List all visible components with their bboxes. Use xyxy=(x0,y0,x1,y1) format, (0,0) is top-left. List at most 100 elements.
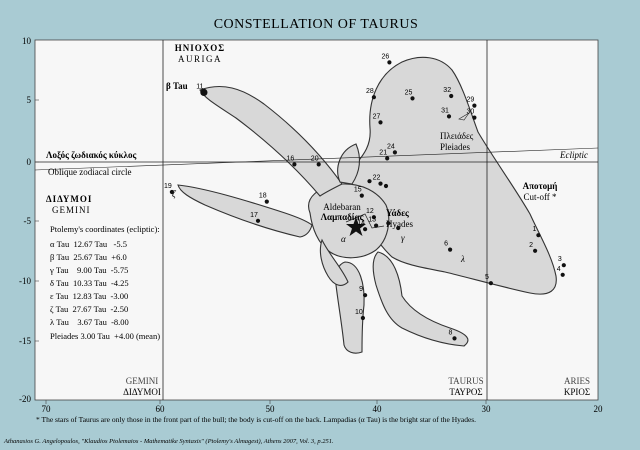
star-point xyxy=(363,293,368,298)
aldebaran-greek-label: Λαμπαδίας xyxy=(321,212,364,222)
y-tick-m10: -10 xyxy=(19,276,31,286)
star-number-label: 5 xyxy=(485,274,489,281)
star-point xyxy=(452,336,457,341)
star-point xyxy=(378,120,383,125)
zodiac-latin-label: Oblique zodiacal circle xyxy=(48,167,131,177)
star-point xyxy=(371,95,376,100)
star-point xyxy=(374,223,379,228)
bull-body xyxy=(345,56,557,295)
muzzle xyxy=(319,238,349,286)
gemini-greek-label: ΔΙΔΥΜΟΙ xyxy=(46,194,92,204)
hyades-latin-label: Hyades xyxy=(386,219,413,229)
star-point xyxy=(449,93,454,99)
star-point xyxy=(392,150,397,155)
horn-lower xyxy=(177,184,313,238)
coords-row: α Tau 12.67 Tau -5.5 xyxy=(50,239,127,249)
ecliptic-label: Ecliptic xyxy=(559,150,588,160)
bottom-aries-greek: ΚΡΙΟΣ xyxy=(564,387,590,397)
star-point xyxy=(169,189,174,195)
pleiades-greek-label: Πλειάδες xyxy=(440,131,474,141)
coordinates-box: Ptolemy's coordinates (ecliptic): α Tau … xyxy=(49,224,160,341)
star-point xyxy=(316,162,321,167)
y-tick-0: 0 xyxy=(27,157,32,167)
star-number-label: 31 xyxy=(441,107,449,114)
zodiac-circle-line xyxy=(34,147,599,171)
lambda-label: λ xyxy=(460,254,465,264)
gemini-latin-label: GEMINI xyxy=(52,205,91,215)
x-tick-40: 40 xyxy=(373,404,383,414)
star-number-label: 21 xyxy=(379,149,387,156)
star-point xyxy=(367,179,372,184)
star-number-label: 9 xyxy=(359,286,363,293)
star-point xyxy=(383,183,389,189)
star-point xyxy=(255,218,261,223)
star-point xyxy=(472,103,477,108)
star-point xyxy=(561,263,566,268)
x-tick-20: 20 xyxy=(594,404,604,414)
pleiades-outline xyxy=(458,112,470,121)
star-point xyxy=(385,156,390,161)
star-number-label: 3 xyxy=(558,256,562,263)
star-number-label: 15 xyxy=(354,187,362,194)
star-number-label: 29 xyxy=(467,97,475,104)
star-point xyxy=(472,115,477,120)
coords-row: Pleiades 3.00 Tau +4.00 (mean) xyxy=(50,331,160,341)
star-number-label: 6 xyxy=(444,241,448,248)
bottom-gemini-greek: ΔΙΔΥΜΟΙ xyxy=(123,387,161,397)
star-point xyxy=(371,215,376,220)
star-point xyxy=(448,247,453,252)
pleiades-latin-label: Pleiades xyxy=(440,142,470,152)
star-point xyxy=(536,233,541,238)
bottom-aries-latin: ARIES xyxy=(564,376,590,386)
x-tick-50: 50 xyxy=(266,404,276,414)
tick-marks xyxy=(35,99,487,404)
star-point xyxy=(292,162,297,167)
stars-layer: 1234568910111213141516171819202122242526… xyxy=(164,53,566,341)
star-number-label: 1 xyxy=(532,226,536,233)
star-number-label: 30 xyxy=(467,109,475,116)
star-point xyxy=(446,114,452,119)
x-tick-30: 30 xyxy=(482,404,492,414)
chart-title: CONSTELLATION OF TAURUS xyxy=(214,17,419,32)
star-number-label: 22 xyxy=(373,175,381,182)
star-number-label: 25 xyxy=(405,89,413,96)
beta-tau-label: β Tau xyxy=(166,81,188,91)
star-point xyxy=(387,60,392,65)
star-number-label: 14 xyxy=(357,220,365,227)
bull-silhouette xyxy=(177,56,557,354)
star-point xyxy=(560,272,565,277)
coords-row: λ Tau 3.67 Tau -8.00 xyxy=(50,317,129,327)
y-tick-5: 5 xyxy=(27,95,32,105)
coords-row: ε Tau 12.83 Tau -3.00 xyxy=(50,291,128,301)
auriga-latin-label: AURIGA xyxy=(178,54,222,64)
y-tick-m20: -20 xyxy=(19,394,31,404)
star-point xyxy=(410,96,415,101)
star-number-label: 8 xyxy=(449,329,453,336)
zodiac-greek-label: Λοξός ζωδιακός κύκλος xyxy=(46,150,136,160)
star-number-label: 24 xyxy=(387,143,395,150)
star-number-label: 10 xyxy=(355,309,363,316)
star-number-label: 17 xyxy=(250,212,258,219)
star-number-label: 19 xyxy=(164,183,172,190)
star-point xyxy=(378,181,383,186)
aldebaran-star-icon xyxy=(346,217,366,236)
coords-row: δ Tau 10.33 Tau -4.25 xyxy=(50,278,129,288)
x-tick-70: 70 xyxy=(42,404,52,414)
star-number-label: 32 xyxy=(443,87,451,94)
coords-heading: Ptolemy's coordinates (ecliptic): xyxy=(50,224,160,234)
star-number-label: 2 xyxy=(529,242,533,249)
star-point xyxy=(396,225,401,231)
cutoff-greek-label: Αποτομή xyxy=(523,181,558,191)
star-point xyxy=(359,193,364,198)
coords-row: β Tau 25.67 Tau +6.0 xyxy=(50,252,127,262)
star-number-label: 4 xyxy=(557,266,561,273)
y-tick-m5: -5 xyxy=(24,216,32,226)
hyades-greek-label: Υάδες xyxy=(386,208,409,218)
alpha-label: α xyxy=(341,234,346,244)
star-point xyxy=(488,281,493,286)
star-number-label: 27 xyxy=(373,113,381,120)
hyades-outline xyxy=(345,213,385,229)
star-point xyxy=(360,315,365,321)
